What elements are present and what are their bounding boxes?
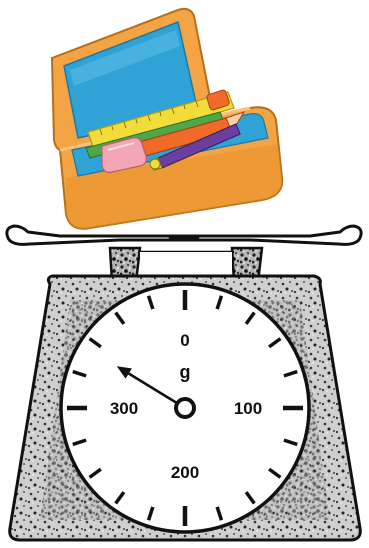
dial-tick	[72, 369, 87, 378]
dial-pointer	[116, 366, 186, 410]
dial-tick	[244, 311, 256, 325]
sharpener	[206, 89, 230, 111]
dial-tick	[268, 467, 282, 479]
eraser	[101, 137, 147, 173]
scale-dial: 0 100 200 300 g	[59, 282, 311, 534]
dial-label-200: 200	[171, 463, 199, 482]
dial-tick	[146, 295, 155, 310]
dial-tick	[88, 467, 102, 479]
dial-hub	[174, 397, 196, 419]
case-contents	[85, 89, 246, 173]
dial-tick	[72, 438, 87, 447]
scale-pan	[5, 224, 363, 246]
kitchen-scale: 0 100 200 300 g	[5, 224, 363, 542]
unit-label: g	[180, 362, 191, 382]
dial-tick	[244, 491, 256, 505]
dial-tick	[215, 506, 224, 521]
dial-tick	[146, 506, 155, 521]
dial-tick	[88, 337, 102, 349]
dial-ticks	[67, 290, 303, 526]
dial-tick	[283, 438, 298, 447]
dial-tick	[114, 491, 126, 505]
dial-label-100: 100	[234, 399, 262, 418]
dial-tick	[114, 311, 126, 325]
purple-pen	[149, 123, 241, 171]
dial-tick	[215, 295, 224, 310]
case-lid	[50, 7, 216, 152]
dial-label-300: 300	[110, 399, 138, 418]
pencil-case	[50, 7, 284, 230]
dial-tick	[268, 337, 282, 349]
dial-label-0: 0	[180, 331, 189, 350]
dial-tick	[283, 369, 298, 378]
